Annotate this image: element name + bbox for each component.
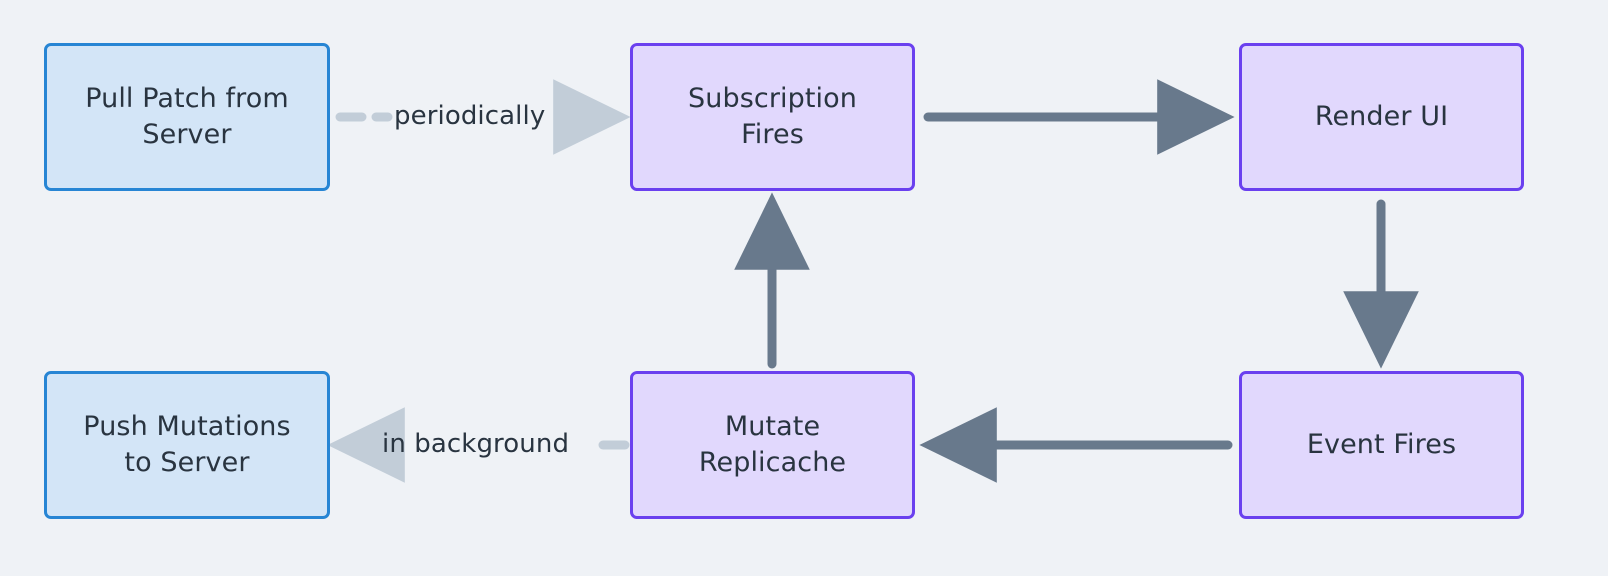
- node-label: Event Fires: [1306, 429, 1457, 461]
- node-label: Subscription Fires: [688, 83, 857, 150]
- node-mutate-replicache[interactable]: Mutate Replicache: [630, 371, 915, 519]
- node-render-ui[interactable]: Render UI: [1239, 43, 1524, 191]
- node-subscription-fires[interactable]: Subscription Fires: [630, 43, 915, 191]
- edge-label-in-background: in background: [382, 429, 570, 459]
- node-label: Pull Patch from Server: [85, 83, 289, 150]
- node-event-fires[interactable]: Event Fires: [1239, 371, 1524, 519]
- edge-label-periodically: periodically: [394, 101, 546, 131]
- node-label: Mutate Replicache: [698, 411, 847, 478]
- node-push-mutations-to-server[interactable]: Push Mutations to Server: [44, 371, 330, 519]
- node-pull-patch-from-server[interactable]: Pull Patch from Server: [44, 43, 330, 191]
- node-label: Push Mutations to Server: [83, 411, 291, 478]
- node-label: Render UI: [1314, 101, 1449, 133]
